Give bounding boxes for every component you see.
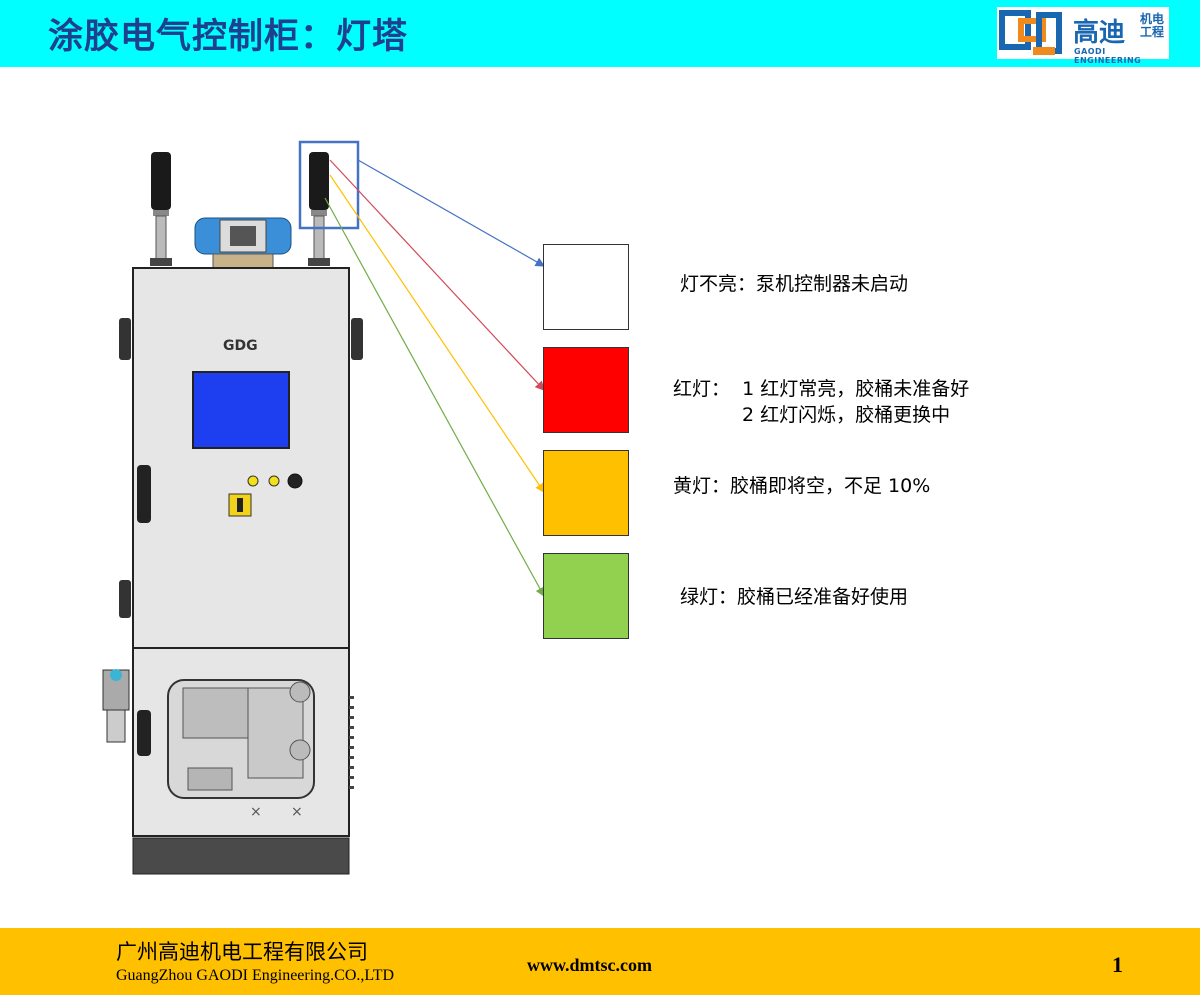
cabinet-brand-mark: GDG <box>223 338 258 354</box>
header-bar: 涂胶电气控制柜：灯塔 高迪 机电工程 GAODI ENGINEERING <box>0 0 1200 67</box>
company-name-english: GuangZhou GAODI Engineering.CO.,LTD <box>116 967 395 984</box>
slide-title: 涂胶电气控制柜：灯塔 <box>48 17 409 57</box>
logo-english-name: GAODI ENGINEERING <box>1074 47 1142 65</box>
swatch-off <box>543 244 629 330</box>
footer-bar: 广州高迪机电工程有限公司 GuangZhou GAODI Engineering… <box>0 928 1200 995</box>
label-yellow: 黄灯：胶桶即将空，不足 10% <box>673 475 931 497</box>
svg-text:×: × <box>250 804 262 820</box>
logo-chinese-name: 高迪 <box>1073 18 1126 48</box>
company-name-chinese: 广州高迪机电工程有限公司 <box>116 940 368 964</box>
page-number: 1 <box>1112 952 1123 977</box>
right-light-tower <box>308 152 330 266</box>
cabinet-base <box>132 837 350 875</box>
label-red-2: 2 红灯闪烁，胶桶更换中 <box>742 404 951 426</box>
swatch-green <box>543 553 629 639</box>
label-off: 灯不亮：泵机控制器未启动 <box>680 273 909 295</box>
hmi-screen <box>192 371 290 449</box>
logo-chinese-subname: 机电工程 <box>1140 12 1165 39</box>
company-logo: 高迪 机电工程 GAODI ENGINEERING <box>997 7 1169 65</box>
left-light-tower <box>150 152 172 266</box>
swatch-yellow <box>543 450 629 536</box>
top-pump-unit <box>194 217 292 269</box>
label-red-1: 红灯： 1 红灯常亮，胶桶未准备好 <box>673 378 970 400</box>
arrow-red <box>329 159 545 391</box>
arrow-yellow <box>329 174 545 493</box>
swatch-red <box>543 347 629 433</box>
logo-mark-icon <box>999 10 1062 55</box>
cabinet-upper-door <box>132 267 350 649</box>
control-cabinet-illustration: GDG × × <box>102 140 363 875</box>
arrow-green <box>324 197 545 598</box>
label-green: 绿灯：胶桶已经准备好使用 <box>680 586 909 608</box>
svg-text:×: × <box>291 804 303 820</box>
tower-highlight-box <box>298 140 360 230</box>
website-link[interactable]: www.dmtsc.com <box>527 955 652 975</box>
arrow-off <box>357 159 546 267</box>
